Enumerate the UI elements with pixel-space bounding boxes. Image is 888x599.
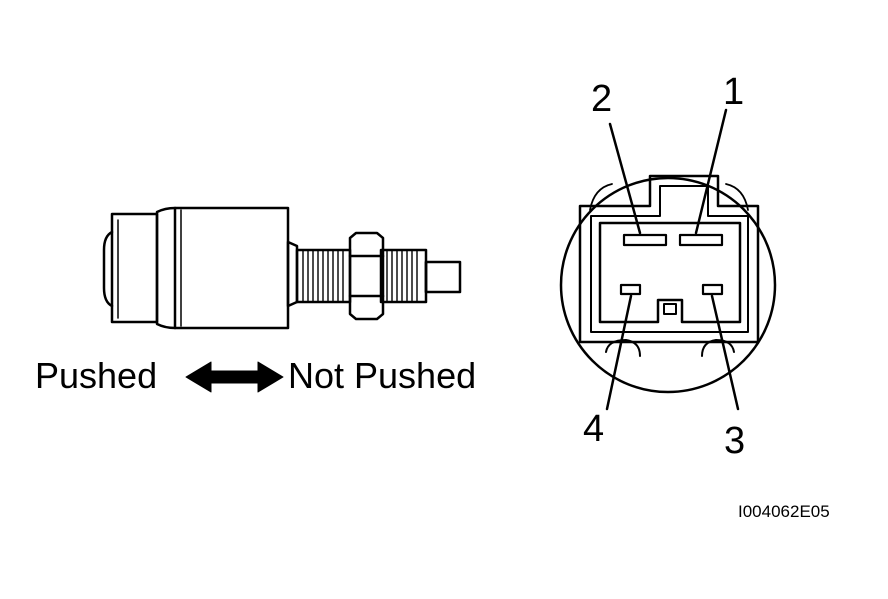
- double-arrow-icon: [185, 361, 284, 393]
- figure-code: I004062E05: [738, 502, 830, 521]
- leader-line-2: [608, 122, 642, 235]
- connector-face-illustration: [559, 108, 777, 411]
- switch-body-illustration: [102, 206, 462, 330]
- not-pushed-label: Not Pushed: [288, 355, 477, 396]
- terminal-4: [619, 283, 642, 296]
- terminal-1: [678, 233, 724, 247]
- leader-line-3: [710, 294, 740, 411]
- pin-label-3: 3: [724, 420, 746, 462]
- pin-label-4: 4: [583, 408, 605, 450]
- pushed-label: Pushed: [35, 355, 158, 396]
- pin-label-2: 2: [591, 78, 613, 120]
- leader-line-1: [694, 108, 728, 235]
- terminal-2: [622, 233, 668, 247]
- pin-label-1: 1: [723, 71, 745, 113]
- leader-line-4: [605, 294, 633, 411]
- terminal-3: [701, 283, 724, 296]
